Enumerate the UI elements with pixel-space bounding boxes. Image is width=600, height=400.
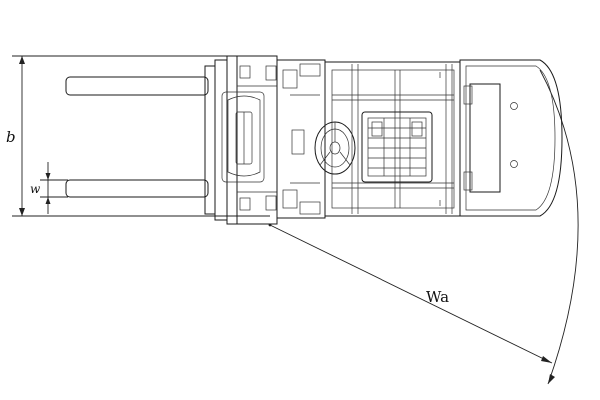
forks [65, 76, 209, 198]
overhead-guard [324, 61, 461, 217]
dimension-wa [268, 69, 579, 385]
front-frame [276, 59, 326, 219]
counterweight [439, 59, 563, 217]
operator-seat [361, 111, 433, 183]
steering-wheel [314, 121, 356, 175]
label-fork-width: w [30, 182, 41, 196]
label-turning-radius: Wa [426, 288, 449, 306]
mast-assembly [204, 55, 278, 225]
dimension-w [40, 162, 68, 214]
label-fork-spread: b [6, 128, 16, 146]
dimension-b [12, 55, 270, 217]
